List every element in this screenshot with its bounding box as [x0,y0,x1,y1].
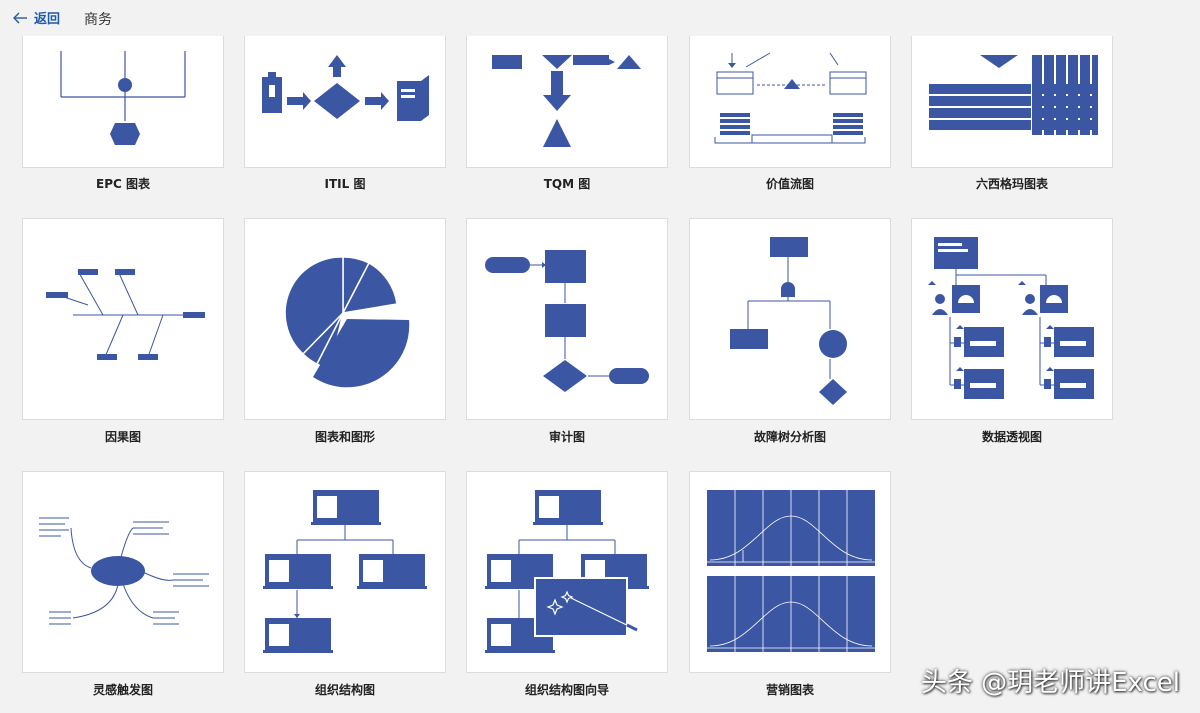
org-wizard-thumbnail [466,471,668,673]
template-label: EPC 图表 [96,177,150,191]
bell-curve-thumbnail [689,471,891,673]
template-label: 六西格玛图表 [975,177,1048,191]
template-label: 图表和图形 [314,430,375,444]
fishbone-thumbnail [22,218,224,420]
template-label: 审计图 [548,430,585,444]
template-label: 组织结构图 [314,683,375,697]
watermark: 头条 @玥老师讲Excel [920,668,1180,698]
arrow-left-icon [13,12,27,23]
template-label: ITIL 图 [324,177,366,191]
template-label: 营销图表 [765,683,814,697]
fault-tree-thumbnail [689,218,891,420]
template-label: 灵感触发图 [92,683,153,697]
template-label: 组织结构图向导 [524,683,609,697]
template-label: 故障树分析图 [753,430,826,444]
mind-map-thumbnail [22,471,224,673]
template-label: 价值流图 [765,177,814,191]
template-label: TQM 图 [543,177,591,191]
template-label: 数据透视图 [981,430,1042,444]
audit-flow-thumbnail [466,218,668,420]
top-bar: 返回 商务 [0,0,1200,36]
back-label: 返回 [34,12,61,27]
back-button[interactable]: 返回 [12,8,60,27]
org-chart-thumbnail [244,471,446,673]
pie-chart-thumbnail [244,218,446,420]
template-label: 因果图 [104,430,141,444]
breadcrumb: 商务 [84,12,112,28]
pivot-diagram-thumbnail [911,218,1113,420]
